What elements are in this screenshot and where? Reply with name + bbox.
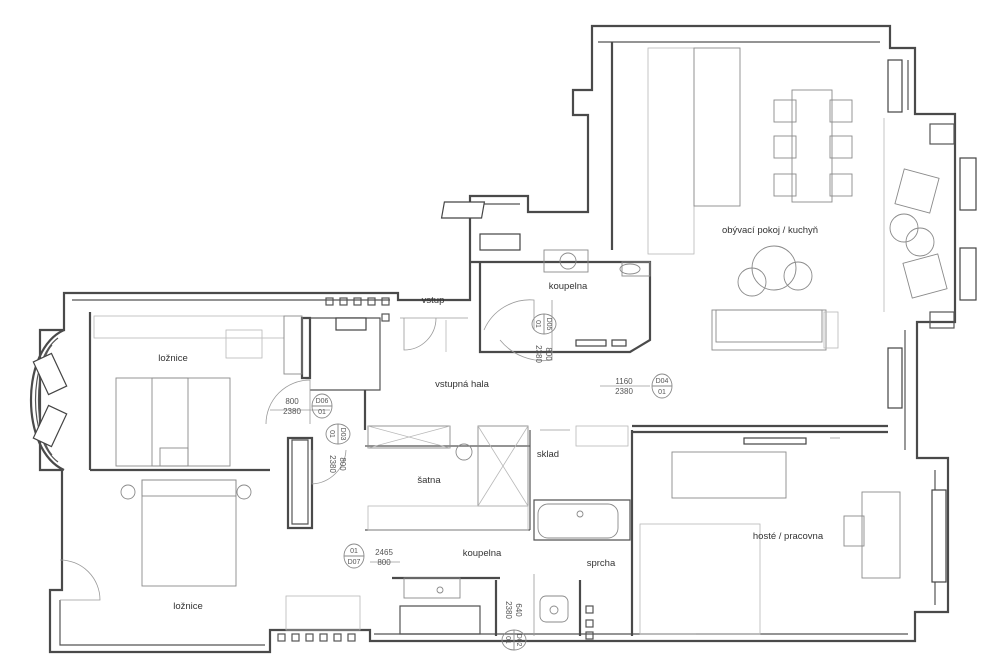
bath-bottom-tag: D02 bbox=[515, 634, 522, 647]
entrance-door bbox=[400, 317, 468, 352]
door-tag-d04: D04 01 1160 2380 bbox=[615, 373, 673, 399]
guest-study-furniture bbox=[639, 437, 901, 635]
label-entrance-hall: vstupná hala bbox=[435, 379, 490, 390]
d07-num: 01 bbox=[350, 548, 358, 555]
d07-width: 2465 bbox=[375, 548, 393, 557]
bath-top-height: 2380 bbox=[534, 345, 543, 363]
label-bathroom-bottom: koupelna bbox=[463, 548, 502, 559]
interior-walls bbox=[88, 42, 888, 636]
bathroom-top-fixtures bbox=[483, 249, 651, 361]
d04-num: 01 bbox=[658, 389, 666, 396]
d06-height: 2380 bbox=[283, 407, 301, 416]
door-tag-d07: 01 D07 2465 800 bbox=[343, 543, 393, 569]
door-tag-bath-bottom: D02 01 640 2380 bbox=[501, 601, 527, 651]
wardrobe-width: 800 bbox=[338, 457, 347, 471]
door-tag-bath-top: D05 01 800 2380 bbox=[531, 313, 557, 363]
right-windows bbox=[887, 59, 977, 583]
label-guest-study: hosté / pracovna bbox=[753, 531, 824, 542]
label-shower: sprcha bbox=[587, 558, 616, 569]
label-storage: sklad bbox=[537, 449, 559, 460]
d07-tag: D07 bbox=[348, 559, 361, 566]
label-bathroom-top: koupelna bbox=[549, 281, 588, 292]
kitchen-furniture bbox=[647, 47, 948, 351]
bath-top-tag: D05 bbox=[545, 318, 552, 331]
label-living-kitchen: obývací pokoj / kuchyň bbox=[722, 225, 818, 236]
column-markers bbox=[277, 297, 594, 642]
wardrobe-height: 2380 bbox=[328, 455, 337, 473]
bath-top-num: 01 bbox=[534, 320, 541, 328]
bath-bottom-num: 01 bbox=[504, 636, 511, 644]
wardrobe-num: 01 bbox=[328, 430, 335, 438]
wardrobe-tag: D03 bbox=[339, 428, 346, 441]
bedroom-top-furniture bbox=[93, 315, 311, 467]
door-tag-wardrobe: D03 01 800 2380 bbox=[325, 423, 351, 473]
bath-bottom-height: 2380 bbox=[504, 601, 513, 619]
upper-left-windows bbox=[335, 201, 521, 331]
bay-window-left bbox=[30, 328, 68, 472]
label-wardrobe: šatna bbox=[417, 475, 441, 486]
door-tag-d06: D06 01 800 2380 bbox=[283, 393, 333, 419]
storage-shower-fixtures bbox=[403, 425, 629, 623]
label-bedroom-bottom: ložnice bbox=[173, 601, 203, 612]
d04-tag: D04 bbox=[656, 378, 669, 385]
d06-tag: D06 bbox=[316, 398, 329, 405]
d04-width: 1160 bbox=[615, 377, 633, 386]
bath-top-width: 800 bbox=[544, 347, 553, 361]
label-bedroom-top: ložnice bbox=[158, 353, 188, 364]
dimension-guides bbox=[270, 385, 650, 636]
bedroom-bottom-furniture bbox=[59, 479, 361, 631]
d06-width: 800 bbox=[285, 397, 299, 406]
d04-height: 2380 bbox=[615, 387, 633, 396]
d06-num: 01 bbox=[318, 409, 326, 416]
room-labels: obývací pokoj / kuchyň koupelna vstup vs… bbox=[158, 225, 824, 612]
label-entrance: vstup bbox=[422, 295, 445, 306]
bath-bottom-width: 640 bbox=[514, 603, 523, 617]
wardrobe-furniture bbox=[311, 425, 529, 531]
d07-height: 800 bbox=[377, 558, 391, 567]
